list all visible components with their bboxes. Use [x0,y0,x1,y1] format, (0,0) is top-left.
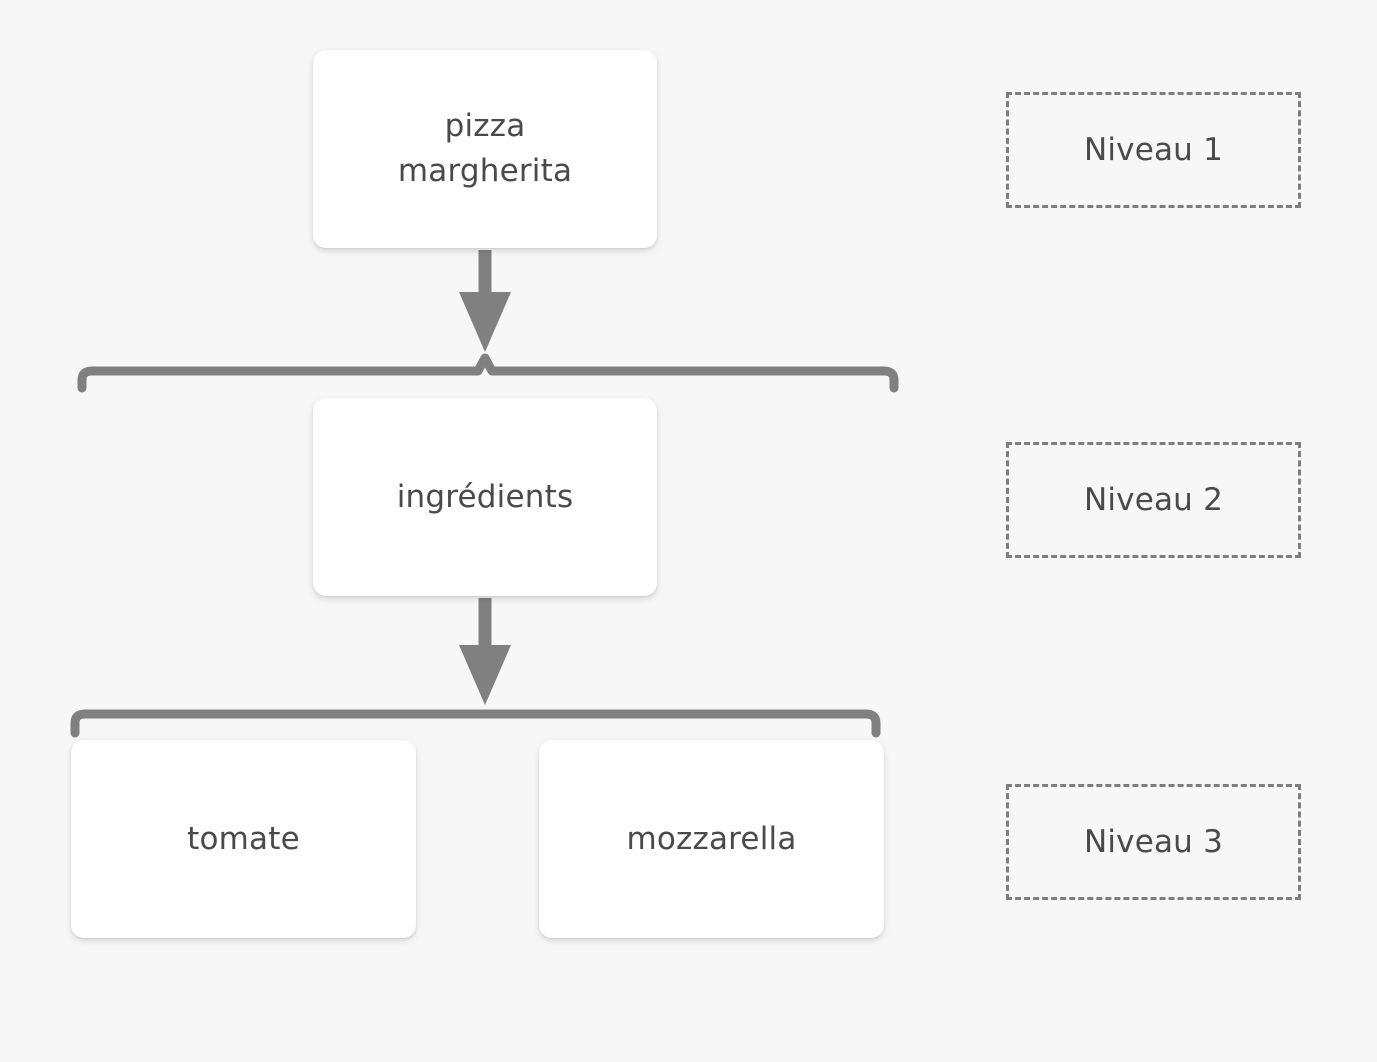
node-tomate[interactable]: tomate [71,740,416,938]
edge-ingredients-to-children [459,598,511,705]
legend-label: Niveau 3 [1083,824,1224,860]
legend-label: Niveau 1 [1083,132,1224,168]
bracket-level-3 [70,709,881,738]
node-label: tomate [187,820,300,857]
edge-root-to-ingredients [459,250,511,352]
node-label: pizza margherita [397,108,573,189]
bracket-level-2 [77,353,899,393]
node-label: ingrédients [396,478,574,515]
node-mozzarella[interactable]: mozzarella [539,740,884,938]
node-label: mozzarella [626,820,797,857]
legend-level-2: Niveau 2 [1006,442,1301,558]
node-pizza-margherita[interactable]: pizza margherita [313,50,657,248]
legend-level-3: Niveau 3 [1006,784,1301,900]
legend-level-1: Niveau 1 [1006,92,1301,208]
node-ingredients[interactable]: ingrédients [313,398,657,596]
legend-label: Niveau 2 [1083,482,1224,518]
